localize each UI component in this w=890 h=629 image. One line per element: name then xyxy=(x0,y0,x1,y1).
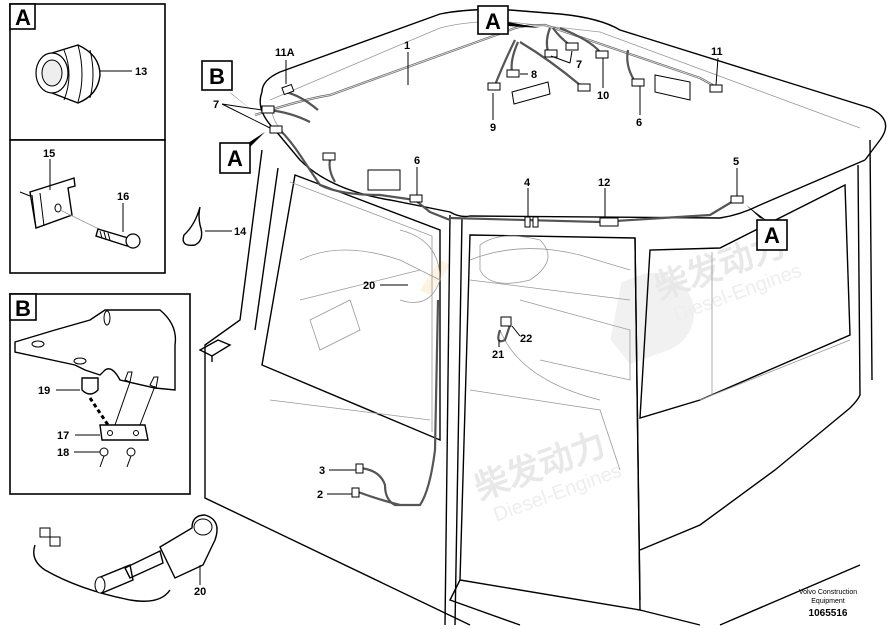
connector-6-right xyxy=(631,78,645,87)
connector-4b xyxy=(532,216,539,228)
connector-5 xyxy=(730,195,744,204)
callout-20-detail: 20 xyxy=(194,586,206,598)
relay-box-front xyxy=(367,169,401,191)
svg-text:A: A xyxy=(485,9,501,34)
connector-7-lower xyxy=(269,125,283,134)
callout-9: 9 xyxy=(490,122,496,134)
callout-11a: 11A xyxy=(275,47,295,59)
connector-7a xyxy=(544,49,558,58)
relay-box-right xyxy=(654,74,691,101)
callout-6-roof: 6 xyxy=(636,117,642,129)
connector-6-left xyxy=(322,152,336,161)
washers xyxy=(99,447,136,468)
callout-15: 15 xyxy=(43,148,55,160)
cable-tie: 14 xyxy=(182,206,247,246)
callout-21: 21 xyxy=(492,349,504,361)
detail-panel-a: A 13 xyxy=(9,3,166,141)
relay-box-left xyxy=(511,81,551,105)
callout-4: 4 xyxy=(524,177,531,189)
plug-a xyxy=(39,527,51,538)
connector-3 xyxy=(355,463,364,474)
drawing-number: 1065516 xyxy=(809,608,848,619)
connector-7-upper xyxy=(261,105,275,114)
callout-3: 3 xyxy=(319,465,325,477)
svg-text:B: B xyxy=(15,296,31,321)
callout-2: 2 xyxy=(317,489,323,501)
callout-5: 5 xyxy=(733,156,739,168)
publisher-line-1: Volvo Construction xyxy=(799,589,857,596)
ref-marker-right-a: A xyxy=(746,205,788,251)
svg-text:A: A xyxy=(227,146,243,171)
svg-text:B: B xyxy=(209,64,225,89)
callout-13: 13 xyxy=(135,66,147,78)
connector-11 xyxy=(709,84,723,93)
callout-17: 17 xyxy=(57,430,69,442)
watermark: 柴发动力 Diesel-Engines xyxy=(470,425,625,526)
callout-10: 10 xyxy=(597,90,609,102)
drawing-footer: Volvo Construction Equipment 1065516 xyxy=(799,589,857,619)
connector-unlabeled xyxy=(577,83,591,92)
connector-12 xyxy=(599,217,619,227)
connector-22 xyxy=(500,316,512,327)
cable-nut xyxy=(35,44,101,104)
connector-9 xyxy=(487,82,501,91)
connector-10 xyxy=(595,50,609,59)
connector-4a xyxy=(524,216,531,228)
connector-2 xyxy=(351,487,360,498)
callout-labels: 1 11A 7 7 8 9 10 6 11 6 4 12 5 20 21 22 … xyxy=(213,40,739,501)
callout-22: 22 xyxy=(520,333,532,345)
callout-20-interior: 20 xyxy=(363,280,375,292)
svg-text:A: A xyxy=(764,223,780,248)
callout-7-left: 7 xyxy=(213,99,219,111)
leader-lines xyxy=(221,50,738,495)
watermark: 柴发动力 Diesel-Engines xyxy=(610,225,805,365)
plug-b xyxy=(49,536,61,547)
ref-marker-left-b: B xyxy=(201,60,258,115)
connectors xyxy=(261,42,744,498)
watermark-layer: 柴发动力 Diesel-Engines 柴发动力 Diesel-Engines xyxy=(420,225,805,526)
ref-marker-top: A xyxy=(477,5,540,35)
screw xyxy=(95,228,141,249)
callout-18: 18 xyxy=(57,447,69,459)
callout-6-front: 6 xyxy=(414,155,420,167)
callout-16: 16 xyxy=(117,191,129,203)
ref-marker-left-a: A xyxy=(219,132,265,174)
detail-panel-clip: 15 16 xyxy=(9,139,166,274)
callout-7-roof: 7 xyxy=(576,59,582,71)
svg-text:A: A xyxy=(15,5,31,30)
door-switch-sensor: 20 xyxy=(33,514,218,602)
callout-14: 14 xyxy=(234,226,247,238)
detail-panel-b: B 19 17 18 xyxy=(9,293,191,495)
connector-11a xyxy=(281,83,295,96)
callout-12: 12 xyxy=(598,177,610,189)
connector-6-front xyxy=(409,194,423,203)
cable-harness xyxy=(254,23,736,507)
relay-socket xyxy=(81,377,110,426)
mounting-clip xyxy=(29,177,76,229)
connector-8 xyxy=(506,69,520,78)
callout-11: 11 xyxy=(711,46,723,58)
mounting-block xyxy=(99,424,149,441)
mounting-bracket xyxy=(14,309,177,391)
connector-7b xyxy=(565,42,579,51)
callout-19: 19 xyxy=(38,385,50,397)
callout-8: 8 xyxy=(531,69,537,81)
publisher-line-2: Equipment xyxy=(811,598,845,605)
callout-1: 1 xyxy=(404,40,410,52)
